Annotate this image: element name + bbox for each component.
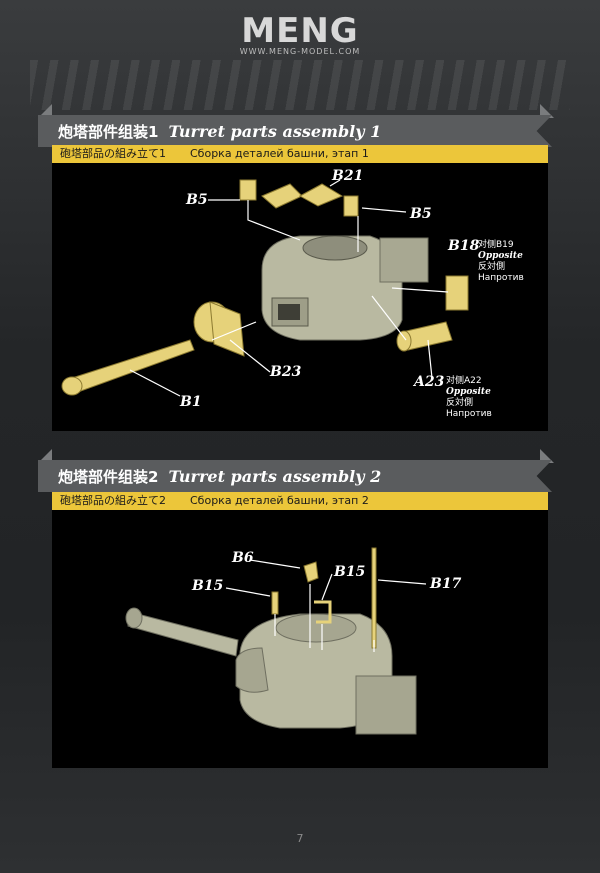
b18-part — [445, 275, 469, 311]
step1-subtitle-bar: 砲塔部品の組み立て1 Сборка деталей башни, этап 1 — [52, 145, 548, 163]
step1-title: 炮塔部件组装1 Turret parts assembly 1 — [58, 121, 381, 142]
a23-part — [396, 321, 453, 352]
step1-subtitle-jp: 砲塔部品の組み立て1 — [60, 147, 166, 160]
label-b6: B6 — [232, 550, 254, 566]
page-number: 7 — [296, 832, 304, 845]
step2-title-cn: 炮塔部件组装2 — [58, 468, 159, 486]
step2-subtitle-ru: Сборка деталей башни, этап 2 — [190, 494, 369, 507]
b21-parts — [261, 183, 344, 209]
b18-note-jp: 反対側 — [478, 262, 506, 272]
step2-title-en: Turret parts assembly 2 — [168, 467, 382, 486]
step1-title-cn: 炮塔部件组装1 — [58, 123, 159, 141]
b5-right-part — [343, 195, 359, 217]
label-b15-left: B15 — [192, 578, 224, 594]
step2-subtitle-bar: 砲塔部品の組み立て2 Сборка деталей башни, этап 2 — [52, 492, 548, 510]
a23-note: 对侧A22 Opposite 反対側 Напротив — [446, 376, 492, 420]
b18-note-en: Opposite — [478, 251, 523, 261]
a23-note-ru: Напротив — [446, 409, 492, 419]
label-b5-left: B5 — [186, 192, 208, 208]
label-b21: B21 — [332, 168, 364, 184]
a23-note-cn: 对侧A22 — [446, 376, 482, 386]
step2-subtitle-jp: 砲塔部品の組み立て2 — [60, 494, 166, 507]
step1-title-en: Turret parts assembly 1 — [168, 122, 382, 141]
b17-antenna — [371, 547, 377, 649]
b18-note: 对侧B19 Opposite 反対側 Напротив — [478, 240, 524, 284]
label-a23: A23 — [414, 374, 445, 390]
header-texture — [30, 60, 570, 110]
label-b23: B23 — [270, 364, 302, 380]
b6-part — [303, 561, 319, 583]
label-b17: B17 — [430, 576, 462, 592]
logo-url: WWW.MENG-MODEL.COM — [239, 47, 361, 56]
step2-banner: 炮塔部件组装2 Turret parts assembly 2 — [38, 460, 552, 492]
meng-logo: MENG — [241, 11, 359, 51]
step2-leader-lines — [225, 559, 427, 652]
b23-mantlet — [193, 301, 245, 357]
b15-right-part — [314, 600, 332, 624]
a23-note-jp: 反対側 — [446, 398, 474, 408]
step1-leader-lines — [129, 179, 449, 397]
a23-note-en: Opposite — [446, 387, 491, 397]
b15-left-part — [271, 591, 279, 615]
step1-banner: 炮塔部件组装1 Turret parts assembly 1 — [38, 115, 552, 147]
label-b18: B18 — [448, 238, 480, 254]
b1-barrel — [61, 339, 195, 396]
turret-step2 — [125, 607, 417, 735]
turret-step1 — [261, 235, 429, 341]
b18-note-ru: Напротив — [478, 273, 524, 283]
b18-note-cn: 对侧B19 — [478, 240, 514, 250]
label-b1: B1 — [180, 394, 202, 410]
step2-title: 炮塔部件组装2 Turret parts assembly 2 — [58, 466, 381, 487]
label-b5-right: B5 — [410, 206, 432, 222]
label-b15-right: B15 — [334, 564, 366, 580]
step1-subtitle-ru: Сборка деталей башни, этап 1 — [190, 147, 369, 160]
